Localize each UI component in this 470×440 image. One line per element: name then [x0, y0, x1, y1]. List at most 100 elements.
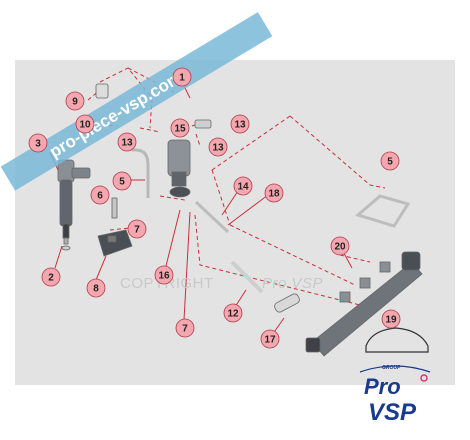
- callout-c6: 6: [90, 185, 110, 205]
- injector-part: [57, 159, 91, 245]
- pointer-line: [227, 194, 269, 226]
- callout-c5a: 5: [112, 171, 132, 191]
- callout-number: 16: [158, 271, 170, 282]
- callout-c18: 18: [264, 183, 284, 203]
- callout-number: 18: [268, 189, 280, 200]
- connector-part: [167, 139, 191, 198]
- callout-circle: [233, 176, 253, 196]
- callout-number: 17: [264, 335, 276, 346]
- callout-c1: 1: [172, 67, 192, 87]
- pointer-line: [95, 255, 107, 281]
- callout-number: 3: [35, 139, 41, 150]
- callout-c12: 12: [223, 303, 243, 323]
- callout-number: 1: [179, 73, 185, 84]
- callout-circle: [90, 185, 110, 205]
- leader-line: [211, 115, 291, 171]
- callout-number: 15: [174, 124, 186, 135]
- callout-circle: [380, 151, 400, 171]
- callout-circle: [172, 67, 192, 87]
- clamp-part: [97, 229, 133, 257]
- leader-line: [194, 214, 361, 306]
- callout-c16: 16: [154, 265, 174, 285]
- pointer-line: [183, 211, 191, 321]
- callout-c3: 3: [28, 133, 48, 153]
- bolt-part: [111, 197, 118, 219]
- callout-c10: 10: [75, 114, 95, 134]
- callout-c19: 19: [381, 309, 401, 329]
- rod-part: [230, 260, 264, 294]
- callout-number: 13: [212, 143, 224, 154]
- seal-washer-part: [61, 245, 71, 251]
- leader-line: [211, 169, 231, 226]
- callout-circle: [86, 278, 106, 298]
- pointer-line: [54, 245, 63, 269]
- callout-c15: 15: [170, 118, 190, 138]
- callout-c13c: 13: [208, 137, 228, 157]
- callout-number: 7: [134, 225, 140, 236]
- callout-number: 13: [121, 138, 133, 149]
- callout-circle: [330, 236, 350, 256]
- callout-number: 7: [182, 324, 188, 335]
- return-pipe-part: [132, 148, 150, 198]
- callout-circle: [223, 303, 243, 323]
- leader-line: [109, 227, 131, 231]
- callout-number: 13: [234, 120, 246, 131]
- callout-number: 9: [72, 97, 78, 108]
- callout-c7b: 7: [175, 318, 195, 338]
- callout-number: 12: [227, 309, 239, 320]
- callout-number: 20: [334, 242, 346, 253]
- callout-circle: [208, 137, 228, 157]
- fitting-part: [194, 119, 212, 129]
- callout-circle: [112, 171, 132, 191]
- callout-circle: [127, 219, 147, 239]
- fitting-part: [95, 83, 109, 99]
- callout-circle: [65, 91, 85, 111]
- logo-line1: Pro: [364, 374, 401, 399]
- sleeve-part: [274, 293, 300, 313]
- callout-circle: [75, 114, 95, 134]
- callout-circle: [381, 309, 401, 329]
- leader-line: [339, 254, 371, 263]
- callout-circle: [41, 267, 61, 287]
- leader-line: [159, 195, 186, 201]
- callout-number: 10: [79, 120, 91, 131]
- callout-c8: 8: [86, 278, 106, 298]
- pointer-line: [165, 209, 181, 267]
- car-pictogram: [365, 327, 429, 353]
- leader-line: [195, 133, 201, 147]
- parts: [57, 83, 429, 357]
- callout-c14: 14: [233, 176, 253, 196]
- logo-line2: VSP: [368, 399, 417, 426]
- leader-line: [289, 115, 386, 189]
- return-pipe-part: [354, 194, 411, 228]
- callout-c13a: 13: [117, 132, 137, 152]
- copyright-brand: Pro VSP: [262, 275, 323, 292]
- callout-number: 19: [385, 315, 397, 326]
- callout-c17: 17: [260, 329, 280, 349]
- callout-number: 8: [93, 284, 99, 295]
- callout-circle: [28, 133, 48, 153]
- callout-circle: [264, 183, 284, 203]
- callout-c9: 9: [65, 91, 85, 111]
- logo-badge: GROUP: [382, 365, 401, 371]
- callout-circle: [260, 329, 280, 349]
- provsp-logo: GROUP Pro VSP: [359, 365, 431, 426]
- watermark-text: pro-piece-vsp.com: [46, 67, 185, 161]
- callout-number: 14: [237, 182, 249, 193]
- callout-number: 5: [119, 177, 125, 188]
- fuel-rail-part: [305, 251, 423, 357]
- callout-circle: [170, 118, 190, 138]
- callout-c13b: 13: [230, 114, 250, 134]
- callout-c5b: 5: [380, 151, 400, 171]
- callout-number: 6: [97, 191, 103, 202]
- leader-line: [139, 127, 161, 133]
- callout-circle: [154, 265, 174, 285]
- callout-c2: 2: [41, 267, 61, 287]
- callout-number: 5: [387, 157, 393, 168]
- callout-c7a: 7: [127, 219, 147, 239]
- leader-line: [87, 89, 101, 101]
- logo-dot-icon: [420, 374, 428, 382]
